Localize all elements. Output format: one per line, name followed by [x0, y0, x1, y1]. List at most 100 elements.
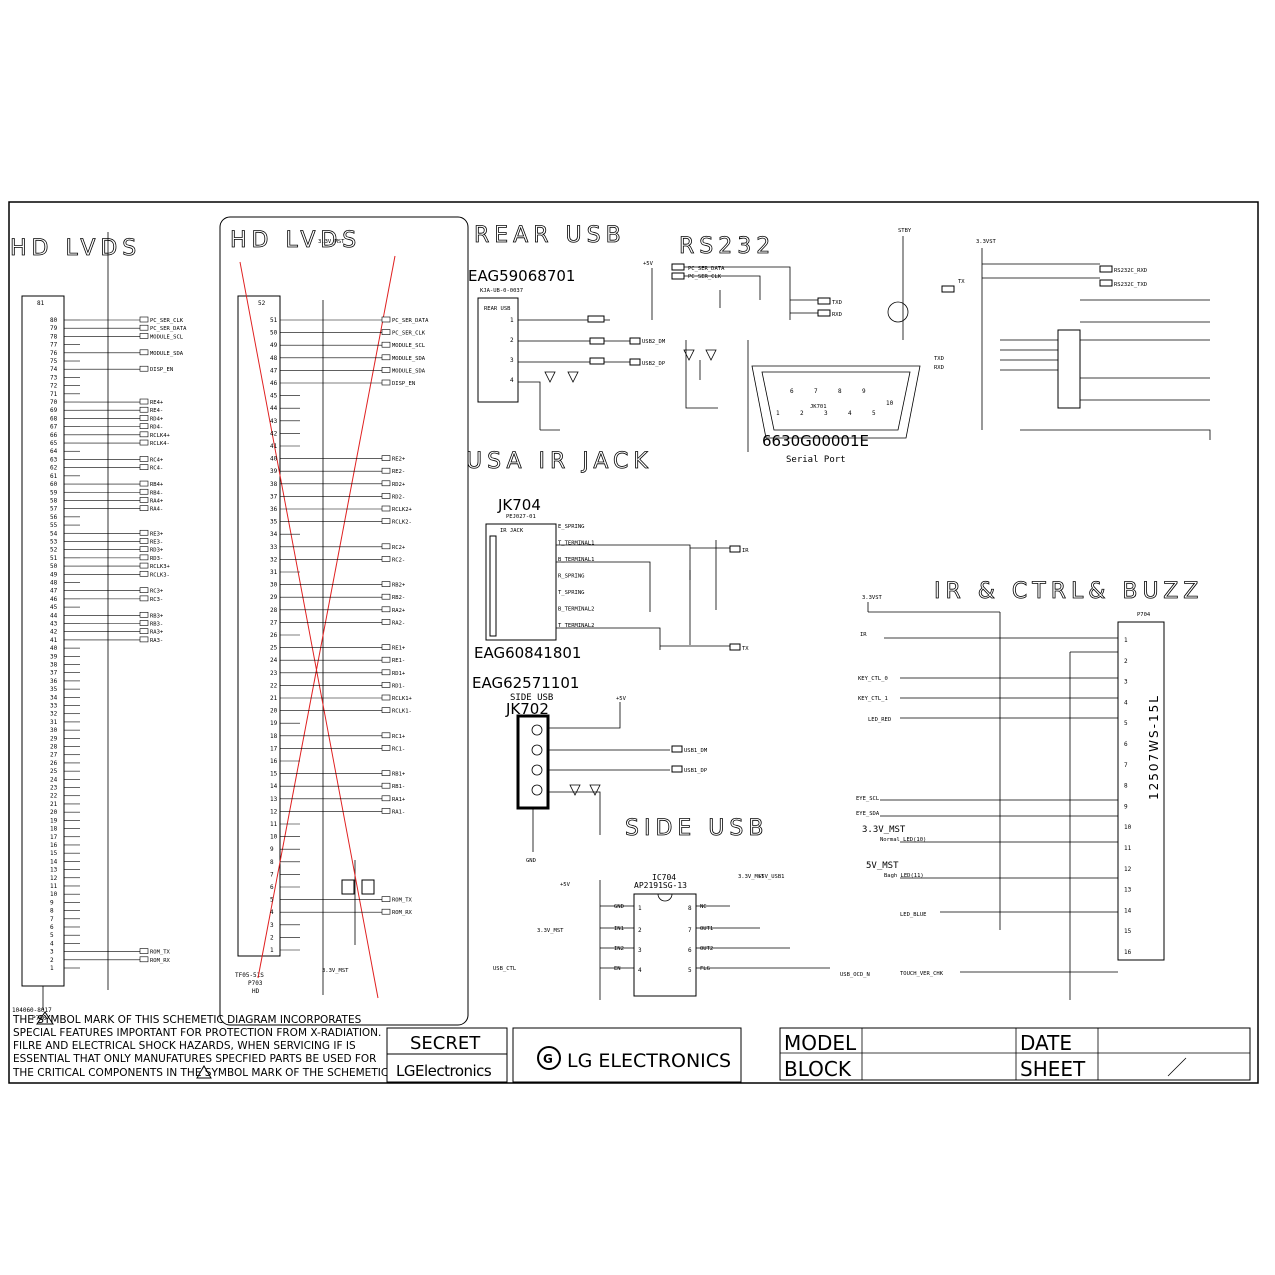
- left-pin-12: 12: [50, 875, 58, 882]
- ir-jack-pin-1: T_TERMINAL1: [558, 541, 594, 547]
- ir-jack-net-ir: IR: [742, 548, 749, 554]
- left-signal-20: RD3-: [150, 556, 163, 562]
- right-signal-13: RC2-: [392, 557, 405, 563]
- left-pin-75: 75: [50, 358, 58, 365]
- right-signal-29: RA1-: [392, 809, 405, 815]
- rear-usb-pin-1: 1: [510, 317, 514, 324]
- left-pin-76: 76: [50, 350, 58, 357]
- ir-ctrl-net-ir: IR: [860, 632, 867, 638]
- right-signal-31: ROM_RX: [392, 910, 413, 916]
- left-pin-25: 25: [50, 768, 58, 775]
- right-pin-38: 38: [270, 481, 278, 488]
- ir-ctrl-net-3v3mst: 3.3V_MST: [862, 825, 906, 835]
- left-pin-6: 6: [50, 924, 54, 931]
- p704-pin-7: 7: [1124, 762, 1128, 769]
- left-pin-72: 72: [50, 383, 58, 390]
- hd-lvds-frame: [219, 216, 469, 1026]
- rear-usb-5v: +5V: [643, 261, 654, 267]
- ir-ctrl-block: 3.3VST IR KEY_CTL_0 KEY_CTL_1 LED_RED EY…: [856, 595, 1165, 1000]
- rs232-stby: STBY: [898, 228, 912, 234]
- right-signal-0: PC_SER_DATA: [392, 318, 429, 324]
- right-pin-17: 17: [270, 745, 278, 752]
- right-pin-21: 21: [270, 695, 278, 702]
- left-signal-28: RA3-: [150, 638, 163, 644]
- right-pin-27: 27: [270, 619, 278, 626]
- left-pin-58: 58: [50, 497, 58, 504]
- left-pin-37: 37: [50, 670, 58, 677]
- left-connector-sub: P700: [32, 1015, 47, 1022]
- left-pin-35: 35: [50, 686, 58, 693]
- left-pin-1: 1: [50, 965, 54, 972]
- left-pin-11: 11: [50, 883, 58, 890]
- left-pin-65: 65: [50, 440, 58, 447]
- left-pin-47: 47: [50, 588, 58, 595]
- right-connector-ref: P703: [248, 980, 263, 987]
- brand-label: LG ELECTRONICS: [567, 1050, 731, 1072]
- left-pin-63: 63: [50, 456, 58, 463]
- left-pin-43: 43: [50, 620, 58, 627]
- title-rear-usb: REAR USB: [474, 223, 626, 248]
- left-pin-78: 78: [50, 333, 58, 340]
- ir-ctrl-normal-led: Normal LED(10): [880, 837, 926, 843]
- left-signal-15: RA4+: [150, 498, 164, 504]
- left-pin-68: 68: [50, 415, 58, 422]
- left-signal-29: ROM_TX: [150, 950, 171, 956]
- left-signal-10: RCLK4-: [150, 441, 170, 447]
- left-pin-36: 36: [50, 678, 58, 685]
- right-signal-26: RB1+: [392, 772, 406, 778]
- left-pin-3: 3: [50, 949, 54, 956]
- ir-jack-pin-2: B_TERMINAL1: [558, 557, 594, 563]
- left-signal-4: DISP_EN: [150, 367, 173, 373]
- db9-pin-5: 5: [872, 410, 876, 417]
- ir-jack-pin-6: T_TERMINAL2: [558, 623, 594, 629]
- ir-ctrl-net-touch: TOUCH_VER_CHK: [900, 971, 944, 977]
- right-pin-32: 32: [270, 556, 278, 563]
- ir-jack-part: PEJ027-01: [506, 514, 536, 520]
- left-pin-70: 70: [50, 399, 58, 406]
- rear-usb-jack: KJA-UB-0-0037: [480, 288, 523, 294]
- left-pin-55: 55: [50, 522, 58, 529]
- left-pin-list: 8079787776757473727170696867666564636261…: [50, 317, 80, 972]
- lg-electronics-small: LGElectronics: [396, 1062, 492, 1080]
- left-pin-30: 30: [50, 727, 58, 734]
- left-pin-54: 54: [50, 530, 58, 537]
- right-connector-sub: HD: [252, 988, 260, 995]
- p704-pin-3: 3: [1124, 679, 1128, 686]
- right-pin-13: 13: [270, 796, 278, 803]
- sheet-label: SHEET: [1020, 1057, 1086, 1081]
- left-pin-62: 62: [50, 465, 58, 472]
- right-signal-6: RE2+: [392, 457, 406, 463]
- note-line-5: THE CRITICAL COMPONENTS IN THE SYMBOL MA…: [12, 1067, 392, 1079]
- side-usb-net-dm: USB1_DM: [684, 748, 708, 754]
- right-pin-23: 23: [270, 670, 278, 677]
- ir-ctrl-net-led-blue: LED_BLUE: [900, 912, 927, 918]
- left-signal-1: PC_SER_DATA: [150, 326, 187, 332]
- db9-pin-3: 3: [824, 410, 828, 417]
- right-signal-7: RE2-: [392, 469, 405, 475]
- right-pin-20: 20: [270, 708, 278, 715]
- right-pin-11: 11: [270, 821, 278, 828]
- left-pin-69: 69: [50, 407, 58, 414]
- right-pin-43: 43: [270, 418, 278, 425]
- safety-note: THE SYMBOL MARK OF THIS SCHEMETIC DIAGRA…: [12, 1011, 392, 1079]
- left-pin-26: 26: [50, 760, 58, 767]
- ir-ctrl-net-key0: KEY_CTL_0: [858, 676, 888, 682]
- rear-usb-code: EAG59068701: [468, 267, 575, 285]
- right-pin-12: 12: [270, 808, 278, 815]
- left-signal-18: RE3-: [150, 539, 163, 545]
- rear-usb-box-label: REAR USB: [484, 306, 511, 312]
- left-pin-67: 67: [50, 424, 58, 431]
- p704-ref: P704: [1137, 612, 1151, 618]
- ir-ctrl-net-key1: KEY_CTL_1: [858, 696, 888, 702]
- left-pin-13: 13: [50, 867, 58, 874]
- rs232-net-txd: TXD: [832, 300, 842, 306]
- right-pin-5: 5: [270, 897, 274, 904]
- right-pin-16: 16: [270, 758, 278, 765]
- title-usa-ir-jack: USA IR JACK: [466, 449, 653, 474]
- right-pin-47: 47: [270, 367, 278, 374]
- ic704-left-num-0: 1: [638, 905, 642, 912]
- left-signal-21: RCLK3+: [150, 564, 171, 570]
- ir-jack-block: JK704 PEJ027-01 IR JACK E_SPRINGT_TERMIN…: [474, 496, 749, 662]
- left-pin-39: 39: [50, 653, 58, 660]
- right-pin-28: 28: [270, 607, 278, 614]
